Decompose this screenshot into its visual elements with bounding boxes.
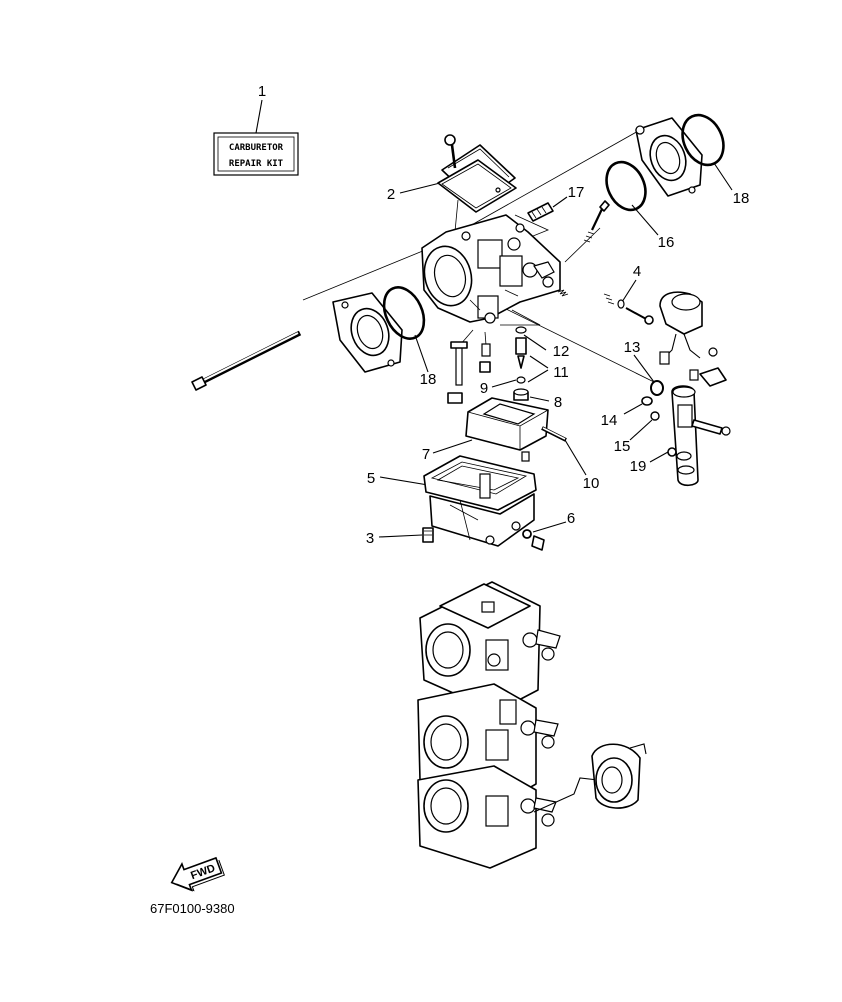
callout-5: 5 (367, 470, 375, 487)
drawing-code: 67F0100-9380 (150, 901, 235, 916)
callout-2: 2 (387, 186, 395, 203)
callout-7: 7 (422, 446, 430, 463)
callout-10: 10 (583, 475, 600, 492)
callout-13: 13 (624, 339, 641, 356)
o-ring-19 (667, 447, 677, 457)
float-7 (465, 397, 549, 462)
top-cover (437, 134, 517, 213)
jet-parts (447, 326, 529, 404)
repair-kit-line2: REPAIR KIT (229, 159, 284, 169)
callout-numbers: 1 2 3 4 5 6 7 8 9 10 11 12 13 14 15 16 1… (258, 83, 750, 547)
callout-11: 11 (553, 364, 569, 381)
repair-kit-box: CARBURETOR REPAIR KIT (213, 132, 299, 176)
callout-14: 14 (601, 412, 618, 429)
callout-16: 16 (658, 234, 675, 251)
callout-8: 8 (554, 394, 562, 411)
callout-12: 12 (553, 343, 570, 360)
o-ring-right-18 (681, 113, 725, 167)
callout-4: 4 (633, 263, 641, 280)
callout-6: 6 (567, 510, 575, 527)
intake-flange-left (332, 292, 403, 373)
screw-4 (603, 293, 654, 325)
bowl-screw-3 (422, 527, 434, 543)
o-ring-left (382, 286, 426, 340)
callout-17: 17 (568, 184, 585, 201)
repair-kit-line1: CARBURETOR (229, 143, 284, 153)
o-ring-16 (605, 160, 647, 212)
throttle-spring (557, 289, 569, 297)
callout-19: 19 (630, 458, 647, 475)
fwd-arrow: FWD (170, 856, 225, 892)
callout-1: 1 (258, 83, 266, 100)
long-screw (191, 330, 302, 391)
drain-screw-6 (522, 529, 545, 551)
o-ring-13 (650, 380, 664, 396)
adjusting-screw (583, 200, 610, 243)
enrichener-diaphragm (591, 743, 647, 809)
washer-15 (650, 411, 660, 421)
washer-14 (641, 396, 653, 406)
accelerator-pump-assembly (659, 291, 731, 487)
pilot-screw-17 (527, 202, 554, 222)
float-chamber (423, 455, 537, 547)
carburetor-exploded-view (191, 113, 731, 551)
callout-3: 3 (366, 530, 374, 547)
leader-lines (255, 99, 733, 538)
callout-9: 9 (480, 380, 488, 397)
callout-18-right: 18 (733, 190, 750, 207)
float-pin-10 (541, 426, 567, 442)
intake-flange-right (635, 117, 703, 197)
callout-15: 15 (614, 438, 631, 455)
assembled-carburetor-stack (417, 581, 647, 869)
callout-18-left: 18 (420, 371, 437, 388)
carburetor-body (421, 214, 561, 324)
